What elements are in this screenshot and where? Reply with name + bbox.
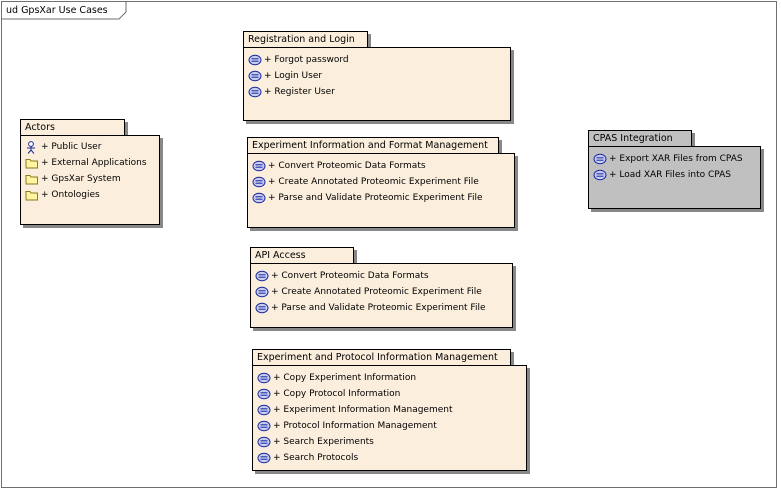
- use-case-convert-formats[interactable]: + Convert Proteomic Data Formats: [255, 269, 429, 283]
- use-case-icon: [257, 404, 271, 416]
- use-case-label: + Create Annotated Proteomic Experiment …: [271, 287, 482, 297]
- package-title: API Access: [255, 250, 306, 261]
- use-case-icon: [255, 286, 269, 298]
- use-case-label: + Protocol Information Management: [273, 421, 437, 431]
- use-case-label: + Search Protocols: [273, 453, 359, 463]
- use-case-icon: [252, 192, 266, 204]
- use-case-label: + Login User: [264, 71, 323, 81]
- use-case-forgot-password[interactable]: + Forgot password: [248, 53, 349, 67]
- use-case-create-annotated-file[interactable]: + Create Annotated Proteomic Experiment …: [255, 285, 482, 299]
- package-body: + Forgot password + Login User + Registe…: [243, 47, 511, 121]
- package-body: + Copy Experiment Information + Copy Pro…: [252, 365, 527, 471]
- folder-icon: [25, 189, 39, 201]
- use-case-search-experiments[interactable]: + Search Experiments: [257, 435, 374, 449]
- frame-title: ud GpsXar Use Cases: [6, 5, 108, 16]
- use-case-copy-experiment[interactable]: + Copy Experiment Information: [257, 371, 416, 385]
- use-case-icon: [593, 153, 607, 165]
- use-case-label: + Convert Proteomic Data Formats: [271, 271, 429, 281]
- use-case-label: + Experiment Information Management: [273, 405, 453, 415]
- package-body: + Export XAR Files from CPAS + Load XAR …: [588, 146, 761, 209]
- package-ontologies[interactable]: + Ontologies: [25, 188, 100, 202]
- folder-icon: [25, 173, 39, 185]
- package-title: Registration and Login: [248, 34, 355, 45]
- use-case-icon: [248, 70, 262, 82]
- use-case-create-annotated-file[interactable]: + Create Annotated Proteomic Experiment …: [252, 175, 479, 189]
- use-case-convert-formats[interactable]: + Convert Proteomic Data Formats: [252, 159, 426, 173]
- use-case-search-protocols[interactable]: + Search Protocols: [257, 451, 358, 465]
- use-case-login-user[interactable]: + Login User: [248, 69, 322, 83]
- use-case-icon: [257, 436, 271, 448]
- use-case-label: + Search Experiments: [273, 437, 374, 447]
- actor-icon: [25, 141, 39, 154]
- use-case-icon: [257, 388, 271, 400]
- use-case-load-xar[interactable]: + Load XAR Files into CPAS: [593, 168, 731, 182]
- use-case-icon: [255, 270, 269, 282]
- use-case-icon: [248, 86, 262, 98]
- use-case-label: + Parse and Validate Proteomic Experimen…: [268, 193, 483, 203]
- package-body: + Convert Proteomic Data Formats + Creat…: [250, 263, 513, 328]
- package-title: Experiment and Protocol Information Mana…: [257, 352, 498, 363]
- use-case-icon: [252, 160, 266, 172]
- package-tab: Experiment Information and Format Manage…: [247, 137, 499, 154]
- use-case-register-user[interactable]: + Register User: [248, 85, 335, 99]
- use-case-icon: [255, 302, 269, 314]
- use-case-label: + Load XAR Files into CPAS: [609, 170, 732, 180]
- package-external-applications[interactable]: + External Applications: [25, 156, 147, 170]
- use-case-label: + Copy Protocol Information: [273, 389, 401, 399]
- use-case-experiment-management[interactable]: + Experiment Information Management: [257, 403, 453, 417]
- package-tab: API Access: [250, 247, 354, 264]
- package-tab: CPAS Integration: [588, 130, 692, 147]
- use-case-parse-validate-file[interactable]: + Parse and Validate Proteomic Experimen…: [252, 191, 483, 205]
- package-title: CPAS Integration: [593, 133, 673, 144]
- actor-label: + Public User: [41, 142, 102, 152]
- use-case-label: + Convert Proteomic Data Formats: [268, 161, 426, 171]
- use-case-icon: [252, 176, 266, 188]
- package-tab: Experiment and Protocol Information Mana…: [252, 349, 511, 366]
- frame-label: ud GpsXar Use Cases: [2, 2, 127, 20]
- use-case-copy-protocol[interactable]: + Copy Protocol Information: [257, 387, 400, 401]
- package-body: + Public User + External Applications + …: [20, 135, 160, 225]
- package-body: + Convert Proteomic Data Formats + Creat…: [247, 153, 515, 228]
- use-case-icon: [593, 169, 607, 181]
- actor-public-user[interactable]: + Public User: [25, 140, 101, 154]
- folder-icon: [25, 157, 39, 169]
- package-title: Experiment Information and Format Manage…: [252, 140, 488, 151]
- use-case-label: + Register User: [264, 87, 335, 97]
- use-case-label: + Export XAR Files from CPAS: [609, 154, 743, 164]
- package-title: Actors: [25, 122, 55, 133]
- use-case-label: + Copy Experiment Information: [273, 373, 417, 383]
- use-case-export-xar[interactable]: + Export XAR Files from CPAS: [593, 152, 743, 166]
- package-tab: Registration and Login: [243, 31, 368, 48]
- use-case-label: + Forgot password: [264, 55, 349, 65]
- use-case-icon: [248, 54, 262, 66]
- package-gpsxar-system[interactable]: + GpsXar System: [25, 172, 121, 186]
- package-label: + External Applications: [41, 158, 147, 168]
- use-case-protocol-management[interactable]: + Protocol Information Management: [257, 419, 437, 433]
- use-case-icon: [257, 420, 271, 432]
- use-case-label: + Parse and Validate Proteomic Experimen…: [271, 303, 486, 313]
- package-label: + GpsXar System: [41, 174, 121, 184]
- use-case-parse-validate-file[interactable]: + Parse and Validate Proteomic Experimen…: [255, 301, 486, 315]
- use-case-icon: [257, 452, 271, 464]
- use-case-label: + Create Annotated Proteomic Experiment …: [268, 177, 479, 187]
- use-case-icon: [257, 372, 271, 384]
- package-tab: Actors: [20, 119, 125, 136]
- package-label: + Ontologies: [41, 190, 100, 200]
